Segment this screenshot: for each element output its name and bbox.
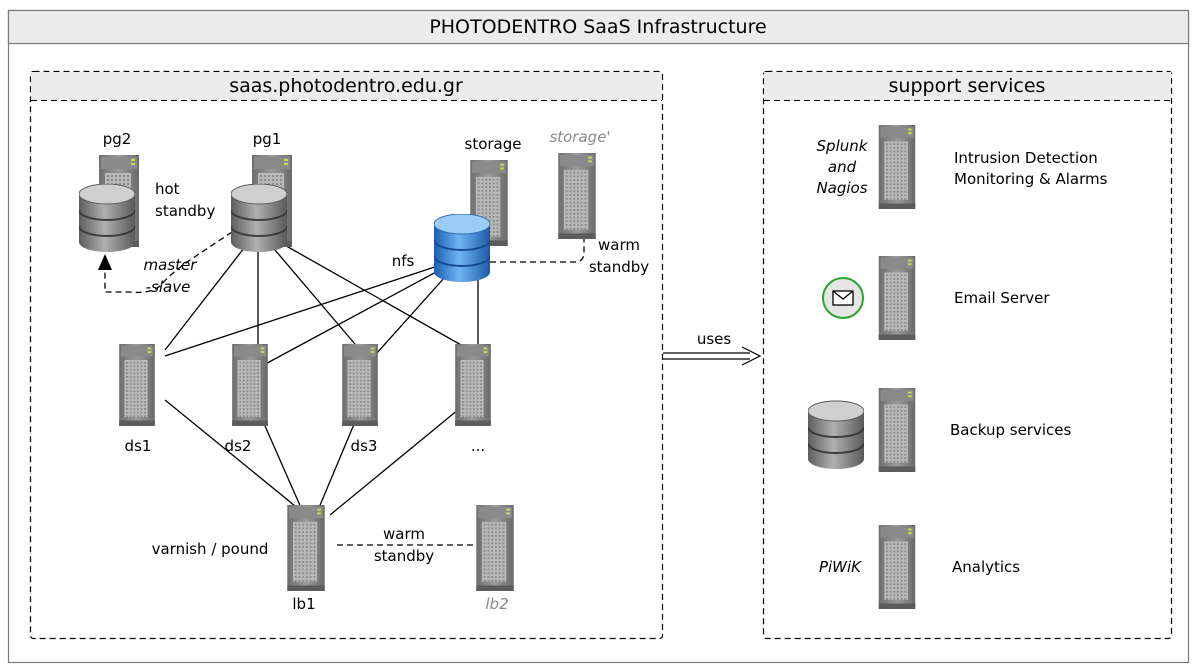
- server-icon: [558, 153, 596, 239]
- pg2-label: pg2: [103, 130, 132, 148]
- ds-more-label: ...: [471, 437, 485, 455]
- warm-standby-label: standby: [589, 258, 649, 276]
- database-icon: [79, 184, 135, 252]
- ds2-label: ds2: [225, 437, 252, 455]
- server-icon: [476, 505, 514, 591]
- lb-warm-label: warm: [383, 525, 425, 543]
- server-icon: [342, 344, 378, 426]
- master-label: master: [144, 256, 198, 274]
- nagios-label: Nagios: [816, 179, 867, 197]
- arrow-up-icon: [98, 254, 112, 270]
- saas-group-title: saas.photodentro.edu.gr: [229, 75, 463, 97]
- server-icon: [287, 505, 325, 591]
- diagram-title: PHOTODENTRO SaaS Infrastructure: [429, 16, 766, 38]
- ds1-label: ds1: [125, 437, 152, 455]
- support-group: support services: [762, 70, 1173, 640]
- ids-label: Intrusion Detection: [954, 149, 1098, 167]
- server-icon: [878, 125, 916, 209]
- database-icon: [808, 400, 864, 470]
- nfs-label: nfs: [392, 252, 415, 270]
- uses-label: uses: [697, 330, 732, 348]
- hot-label: hot: [155, 180, 180, 198]
- varnish-label: varnish / pound: [152, 540, 269, 558]
- backup-services-label: Backup services: [950, 421, 1071, 439]
- lb2-label: lb2: [485, 595, 508, 613]
- server-icon: [878, 388, 916, 472]
- blue-database-icon: [434, 214, 490, 282]
- analytics-label: Analytics: [952, 558, 1020, 576]
- storage-label: storage: [465, 135, 522, 153]
- email-server-label: Email Server: [954, 289, 1050, 307]
- database-icon: [231, 184, 287, 252]
- and-label: and: [828, 158, 857, 176]
- ds3-label: ds3: [351, 437, 378, 455]
- server-icon: [878, 525, 916, 609]
- slave-label: -slave: [146, 278, 191, 296]
- splunk-label: Splunk: [817, 137, 869, 155]
- double-arrow-icon: [663, 346, 762, 366]
- server-icon: [119, 344, 155, 426]
- support-group-title: support services: [889, 75, 1046, 97]
- warm-label: warm: [598, 236, 640, 254]
- server-icon: [232, 344, 268, 426]
- pg1-label: pg1: [253, 130, 282, 148]
- monitoring-label: Monitoring & Alarms: [954, 170, 1108, 188]
- server-icon: [878, 256, 916, 340]
- server-icon: [455, 344, 491, 426]
- piwik-label: PiWiK: [819, 558, 862, 576]
- mail-icon: [822, 277, 864, 319]
- hot-standby-label: standby: [155, 202, 215, 220]
- lb1-label: lb1: [292, 595, 315, 613]
- lb-standby-label: standby: [374, 547, 434, 565]
- storage-standby-label: storage': [549, 128, 610, 146]
